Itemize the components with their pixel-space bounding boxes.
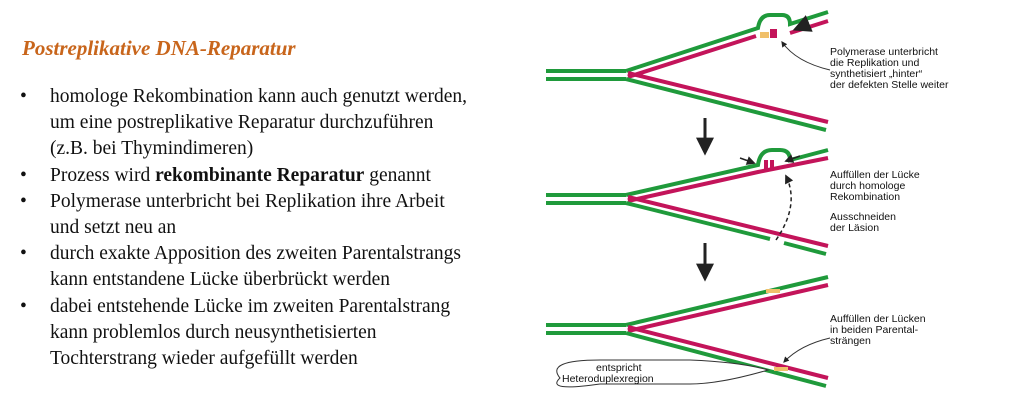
exchange-arrow bbox=[775, 174, 794, 241]
parental-strand-lower bbox=[625, 331, 827, 388]
bullet-line: Polymerase unterbricht bei Replikation i… bbox=[50, 190, 445, 212]
parental-strand-lower bbox=[625, 201, 771, 241]
bullet-line: und setzt neu an bbox=[50, 217, 177, 239]
diagram-label: Polymerase unterbricht die Replikation u… bbox=[830, 46, 949, 91]
bullet-dot: • bbox=[20, 243, 27, 265]
bullet-item: • Prozess wird rekombinante Reparatur ge… bbox=[20, 163, 540, 189]
arrow-icon bbox=[739, 156, 756, 165]
bullet-line: homologe Rekombination kann auch genutzt… bbox=[50, 86, 467, 107]
lesion-marker bbox=[770, 29, 777, 38]
slide-title: Postreplikative DNA-Reparatur bbox=[22, 36, 296, 60]
bullet-item: • homologe Rekombination kann auch genut… bbox=[20, 84, 540, 163]
bullet-text: genannt bbox=[364, 164, 431, 186]
heteroduplex-patch bbox=[774, 367, 788, 371]
fork-stage-1: Polymerase unterbricht die Replikation u… bbox=[546, 10, 949, 132]
lesion-marker bbox=[770, 160, 774, 169]
bullet-bold-term: rekombinante Reparatur bbox=[155, 164, 365, 186]
lesion-marker bbox=[760, 32, 769, 38]
bullet-item: • Polymerase unterbricht bei Replikation… bbox=[20, 189, 540, 241]
bullet-text: Prozess wird bbox=[50, 164, 156, 186]
daughter-strand-upper bbox=[627, 156, 829, 203]
parental-strand-lower bbox=[783, 241, 827, 256]
daughter-strand-lower bbox=[627, 325, 829, 380]
callout-arrow bbox=[783, 337, 831, 363]
bullet-dot: • bbox=[20, 295, 27, 317]
bullet-item: • dabei entstehende Lücke im zweiten Par… bbox=[20, 294, 540, 373]
fork-stage-3: Auffüllen der Lücken in beiden Parental-… bbox=[546, 275, 928, 388]
callout-arrow bbox=[781, 41, 831, 71]
bullet-dot: • bbox=[20, 190, 27, 212]
lesion-marker bbox=[764, 160, 768, 169]
bullet-line: dabei entstehende Lücke im zweiten Paren… bbox=[50, 295, 451, 317]
diagram-label: Auffüllen der Lücken in beiden Parental-… bbox=[830, 313, 928, 347]
bullet-list: • homologe Rekombination kann auch genut… bbox=[20, 84, 540, 372]
bullet-item: • durch exakte Apposition des zweiten Pa… bbox=[20, 241, 540, 293]
polymerase-arrow bbox=[792, 15, 813, 32]
diagram-label: entspricht Heteroduplexregion bbox=[562, 362, 654, 385]
bullet-line: um eine postreplikative Reparatur durchz… bbox=[50, 112, 434, 134]
parental-strand-upper bbox=[625, 10, 829, 73]
parental-strand-lower bbox=[625, 77, 827, 132]
bullet-line: Tochterstrang wieder aufgefüllt werden bbox=[50, 348, 358, 370]
bullet-line: (z.B. bei Thymindimeren) bbox=[50, 138, 254, 160]
bullet-dot: • bbox=[20, 86, 27, 107]
daughter-strand-lower bbox=[627, 71, 829, 124]
bullet-line: kann problemlos durch neusynthetisierten bbox=[50, 321, 377, 343]
heteroduplex-patch bbox=[766, 289, 780, 293]
daughter-strand-upper bbox=[627, 34, 757, 79]
bullet-line: durch exakte Apposition des zweiten Pare… bbox=[50, 243, 462, 265]
bullet-dot: • bbox=[20, 164, 27, 186]
fork-stage-2: Auffüllen der Lücke durch homologe Rekom… bbox=[546, 148, 923, 256]
diagram-label: Ausschneiden der Läsion bbox=[830, 211, 899, 234]
daughter-strand-lower bbox=[627, 195, 829, 248]
arrow-icon bbox=[784, 154, 801, 163]
daughter-strand-upper bbox=[627, 283, 829, 333]
diagram-label: Auffüllen der Lücke durch homologe Rekom… bbox=[830, 169, 923, 203]
parental-strand-upper bbox=[625, 275, 829, 327]
bullet-line: kann entstandene Lücke überbrückt werden bbox=[50, 269, 391, 291]
heteroduplex-callout bbox=[556, 359, 770, 388]
